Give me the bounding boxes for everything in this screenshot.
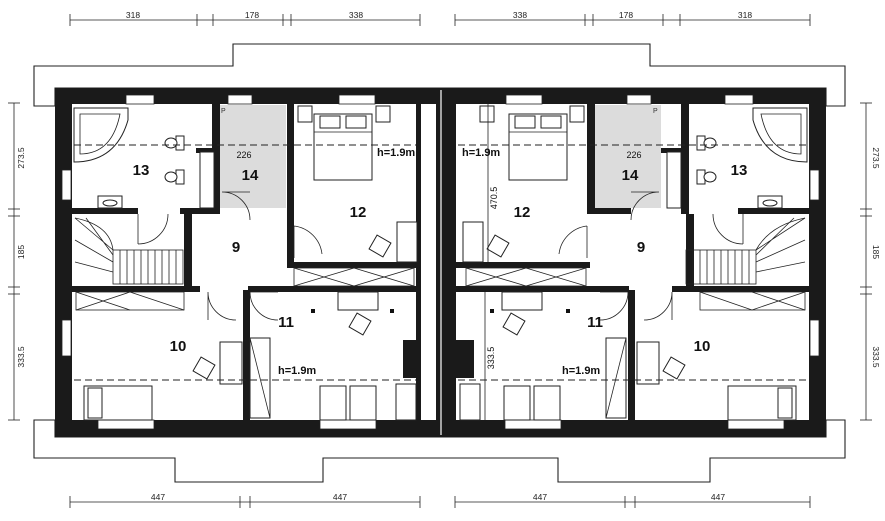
wardrobe-room10-right (699, 291, 806, 311)
stairs-right (685, 217, 806, 285)
height-note-room12-right: h=1.9m (462, 147, 500, 159)
room-10-right-label: 10 (694, 338, 711, 355)
right-dim-1: 273.5 (871, 147, 881, 169)
top-dim-4: 338 (513, 10, 527, 20)
bathtub-left (73, 107, 129, 163)
wardrobe-room10-left (75, 291, 185, 311)
bottom-dim-4: 447 (711, 492, 725, 502)
chimney-right (456, 340, 474, 378)
room-11-right-label: 11 (587, 314, 603, 331)
right-dim-3: 333.5 (871, 346, 881, 368)
room-11-left-label: 11 (278, 314, 294, 331)
toilet-right (696, 135, 717, 185)
bed-room10-right (727, 385, 797, 421)
chair-room12-left (368, 234, 392, 258)
desk-room10-right (636, 341, 660, 385)
bottom-dim-3: 447 (533, 492, 547, 502)
desk-room12-right (462, 221, 484, 263)
right-dimension-line: 273.5 185 333.5 (860, 102, 881, 421)
height-note-room12-left: h=1.9m (377, 147, 415, 159)
bed-room12-left (313, 113, 373, 181)
shower-width-right: 226 (626, 150, 641, 160)
top-dim-1: 318 (126, 10, 140, 20)
room-9-left-label: 9 (232, 239, 240, 256)
room11-depth-label: 333.5 (486, 347, 496, 370)
room-12-right-label: 12 (514, 204, 531, 221)
chair-room10-right (662, 356, 686, 380)
room-14-left-label: 14 (242, 167, 259, 184)
bottom-dimension-line: 447 447 447 447 (69, 492, 811, 508)
shower-tile-left (219, 105, 286, 208)
wardrobe-room12-left (293, 267, 415, 287)
nightstand-right-1 (479, 105, 495, 123)
nightstand-left-2 (375, 105, 391, 123)
shower-width-left: 226 (236, 150, 251, 160)
bottom-dim-2: 447 (333, 492, 347, 502)
desk-room10-left (219, 341, 243, 385)
toilet-left (164, 135, 185, 185)
left-dimension-line: 273.5 185 333.5 (8, 102, 26, 421)
chair-room12-right (486, 234, 510, 258)
sink-right (757, 195, 783, 209)
height-lines (74, 144, 808, 381)
wc-mark-right: P (653, 108, 658, 115)
top-dim-2: 178 (245, 10, 259, 20)
room-13-left-label: 13 (133, 162, 150, 179)
desk-room12-left (396, 221, 418, 263)
chair-room10-left (192, 356, 216, 380)
interior-walls-right (456, 104, 810, 420)
beds-room11-left (319, 383, 417, 421)
left-dim-1: 273.5 (16, 147, 26, 169)
beds-room11-right (459, 383, 561, 421)
top-dim-6: 318 (738, 10, 752, 20)
top-dimension-line: 318 178 338 338 178 318 (69, 10, 811, 26)
wardrobe-room12-right (465, 267, 587, 287)
room-9-right-label: 9 (637, 239, 645, 256)
light-points (311, 309, 570, 313)
chair-room11-left (348, 312, 372, 336)
bed-room12-right (508, 113, 568, 181)
stairs-left (74, 217, 184, 285)
nightstand-left-1 (297, 105, 313, 123)
room-12-left-label: 12 (350, 204, 367, 221)
right-dim-2: 185 (871, 245, 881, 259)
room-14-right-label: 14 (622, 167, 639, 184)
shower-tray-left (199, 151, 215, 209)
desk-room11-left (337, 291, 379, 311)
top-dim-5: 178 (619, 10, 633, 20)
nightstand-right-2 (569, 105, 585, 123)
windows (61, 94, 820, 430)
bathtub-right (752, 107, 808, 163)
wc-mark-left: P (221, 108, 226, 115)
sink-left (97, 195, 123, 209)
room-13-right-label: 13 (731, 162, 748, 179)
height-note-room11-left: h=1.9m (278, 365, 316, 377)
left-dim-2: 185 (16, 245, 26, 259)
shower-tile-right (594, 105, 661, 208)
doors (137, 191, 744, 321)
desk-room11-right (501, 291, 543, 311)
bottom-dim-1: 447 (151, 492, 165, 502)
bed-room10-left (83, 385, 153, 421)
interior-walls-left (72, 104, 421, 420)
room12-depth-label: 470.5 (489, 187, 499, 210)
room-10-left-label: 10 (170, 338, 187, 355)
height-note-room11-right: h=1.9m (562, 365, 600, 377)
top-dim-3: 338 (349, 10, 363, 20)
chair-room11-right (502, 312, 526, 336)
left-dim-3: 333.5 (16, 346, 26, 368)
shower-tray-right (666, 151, 682, 209)
